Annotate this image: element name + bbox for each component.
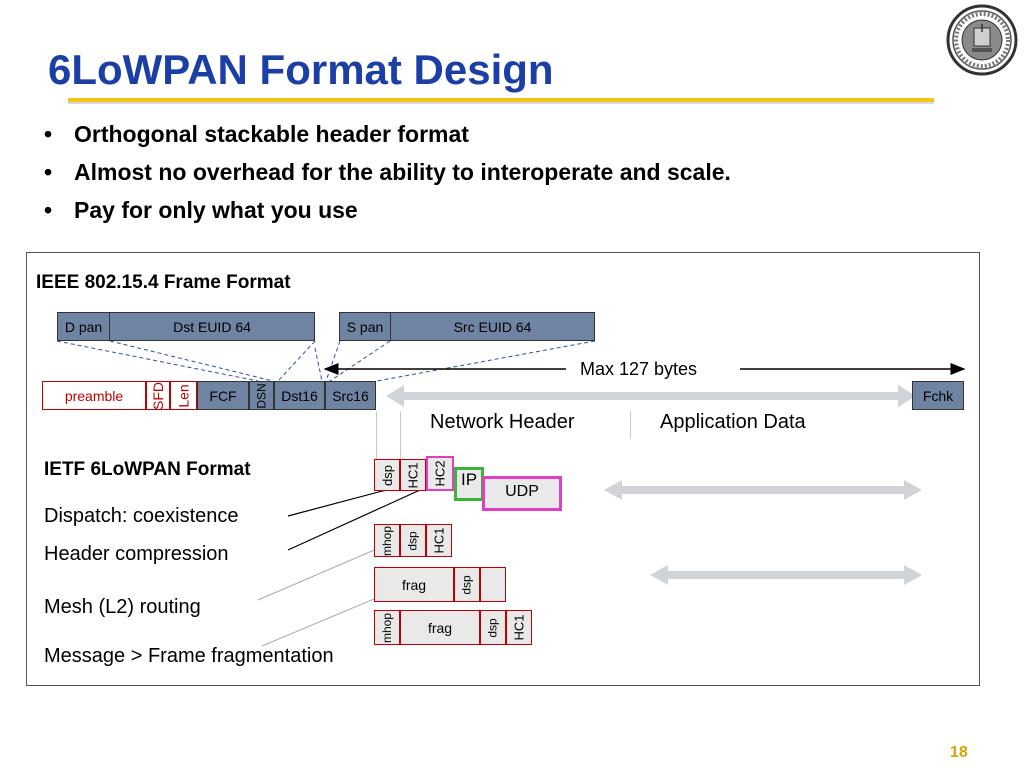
bullet-item: • Almost no overhead for the ability to i… (44, 159, 731, 186)
field-preamble: preamble (42, 381, 146, 410)
field-len: Len (170, 381, 197, 410)
desc-fragmentation: Message > Frame fragmentation (44, 645, 334, 667)
desc-mesh-routing: Mesh (L2) routing (44, 596, 201, 618)
field-label: DSN (254, 382, 269, 409)
field-label: preamble (64, 387, 124, 404)
lowpan-dsp: dsp (454, 567, 480, 602)
bullet-glyph: • (44, 121, 53, 147)
field-label: HC1 (405, 461, 421, 489)
diagram-frame (26, 252, 980, 686)
lowpan-mhop: mhop (374, 524, 400, 557)
field-label: dsp (485, 617, 500, 638)
bullet-text: Orthogonal stackable header format (74, 121, 469, 147)
field-label: mhop (380, 612, 394, 643)
lowpan-udp: UDP (482, 476, 562, 511)
field-src16: Src16 (325, 381, 376, 410)
title-underline (68, 98, 934, 102)
lowpan-ip: IP (454, 467, 484, 501)
lowpan-hc1: HC1 (506, 610, 532, 645)
lowpan-dsp: dsp (374, 459, 400, 491)
application-data-label: Application Data (660, 411, 806, 433)
lowpan-frag: frag (400, 610, 480, 645)
field-dst-euid64: Dst EUID 64 (109, 312, 315, 341)
field-label: HC2 (432, 460, 448, 487)
field-label: UDP (505, 483, 539, 500)
field-dsn: DSN (249, 381, 274, 410)
bracket-line (376, 411, 377, 459)
bracket-line (400, 411, 401, 459)
field-label: Len (175, 383, 192, 408)
lowpan-dsp: dsp (400, 524, 426, 557)
lowpan-mhop: mhop (374, 610, 400, 645)
field-label: HC1 (511, 614, 527, 641)
field-label: D pan (64, 318, 103, 335)
field-label: S pan (346, 318, 384, 335)
field-sfd: SFD (146, 381, 170, 410)
field-label: mhop (380, 525, 394, 556)
university-seal-icon (946, 4, 1018, 76)
field-label: frag (401, 576, 427, 593)
lowpan-frag: frag (374, 567, 454, 602)
desc-header-compression: Header compression (44, 543, 229, 565)
lowpan-hc2: HC2 (426, 456, 454, 491)
field-label: SFD (150, 381, 166, 410)
field-d-pan: D pan (57, 312, 110, 341)
dashed-mapping-lines (56, 340, 596, 382)
field-label: Src16 (332, 387, 369, 404)
field-label: Dst16 (281, 387, 318, 404)
field-label: Fchk (922, 387, 954, 404)
title-underline-shadow (68, 102, 934, 104)
field-label: dsp (405, 530, 420, 551)
slide-title: 6LoWPAN Format Design (48, 46, 554, 93)
bracket-line (630, 411, 631, 439)
page-number: 18 (950, 744, 968, 761)
field-label: dsp (459, 574, 474, 595)
bullet-text: Almost no overhead for the ability to in… (74, 159, 731, 185)
lowpan-hc1: HC1 (426, 524, 452, 557)
network-header-label: Network Header (430, 411, 575, 433)
field-label: FCF (209, 387, 237, 404)
field-label: Dst EUID 64 (173, 318, 251, 335)
field-fcf: FCF (197, 381, 249, 410)
bullet-glyph: • (44, 159, 53, 185)
ieee-frame-title: IEEE 802.15.4 Frame Format (36, 272, 291, 293)
max-bytes-label: Max 127 bytes (580, 359, 698, 379)
lowpan-dsp: dsp (480, 610, 506, 645)
ietf-format-title: IETF 6LoWPAN Format (44, 459, 251, 480)
field-label: IP (460, 470, 478, 489)
bullet-glyph: • (44, 197, 53, 223)
lowpan-hc1: HC1 (400, 459, 426, 491)
field-label: dsp (379, 464, 395, 486)
field-fchk: Fchk (912, 381, 964, 410)
gray-double-arrows (386, 385, 922, 585)
desc-dispatch: Dispatch: coexistence (44, 505, 239, 527)
lowpan-empty (480, 567, 506, 602)
field-s-pan: S pan (339, 312, 391, 341)
bullet-item: • Orthogonal stackable header format (44, 121, 469, 148)
field-dst16: Dst16 (274, 381, 325, 410)
bullet-text: Pay for only what you use (74, 197, 358, 223)
field-label: frag (427, 619, 453, 636)
bullet-item: • Pay for only what you use (44, 197, 358, 224)
field-label: Src EUID 64 (453, 318, 532, 335)
field-label: HC1 (431, 527, 447, 554)
field-src-euid64: Src EUID 64 (390, 312, 595, 341)
